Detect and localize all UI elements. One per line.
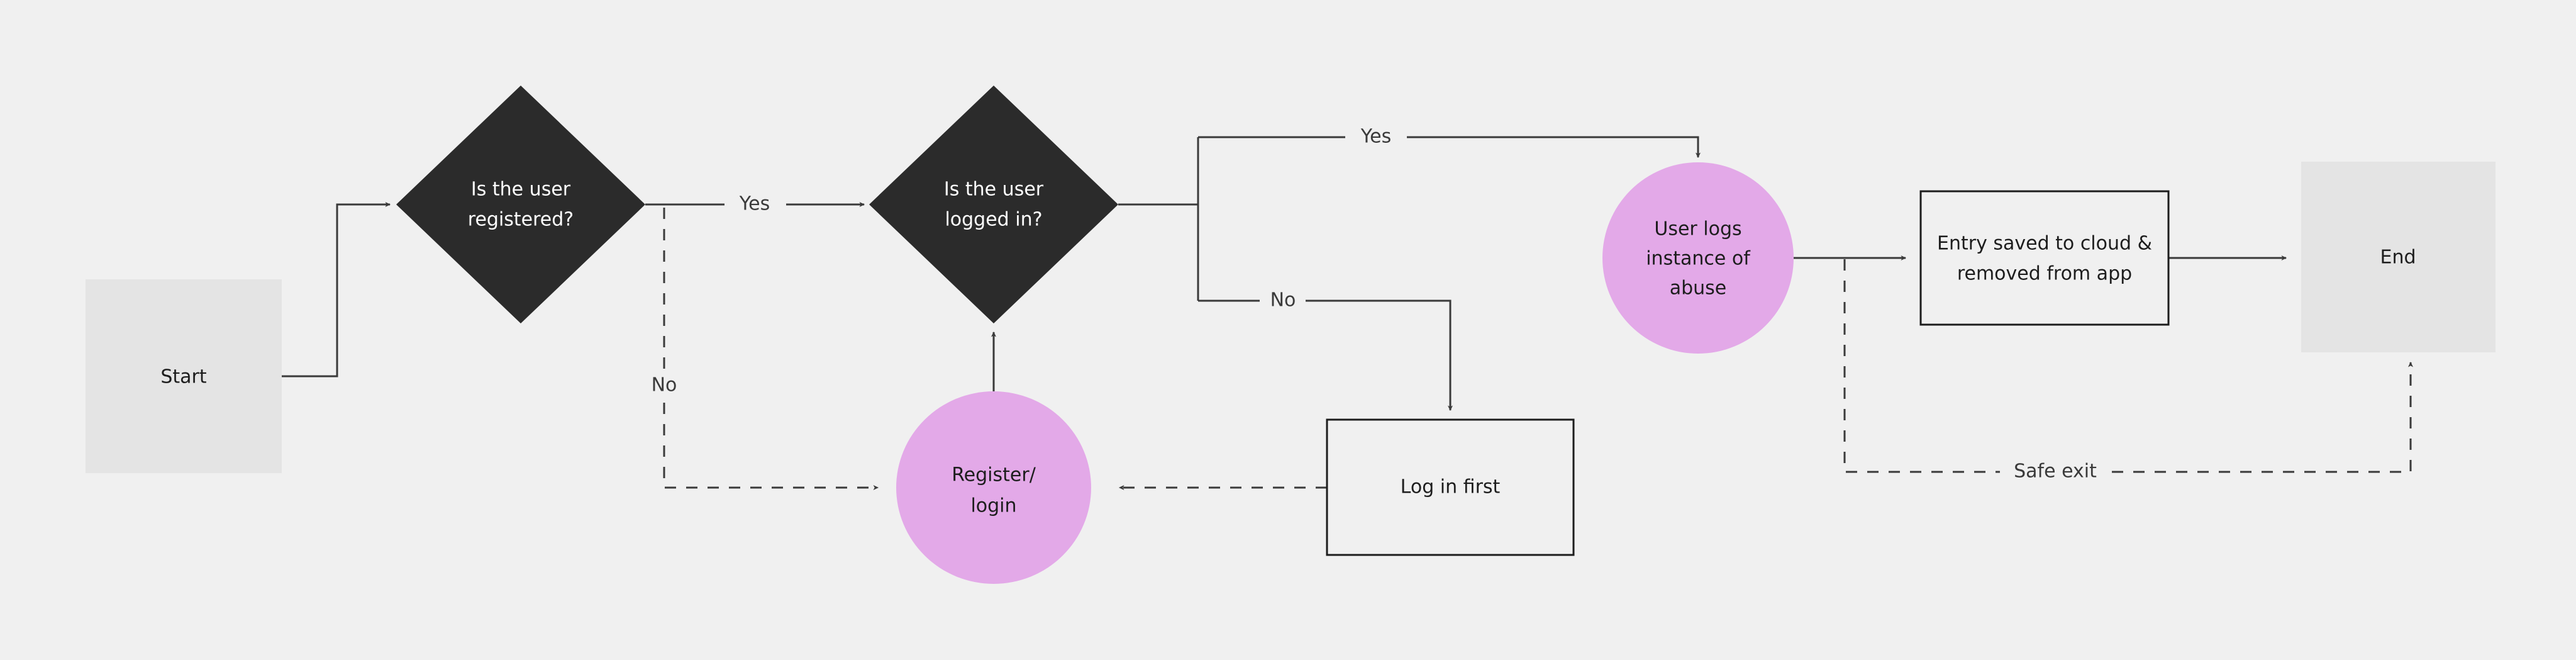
- start-shape[interactable]: [86, 279, 282, 473]
- node-register-login[interactable]: Register/ login: [896, 391, 1091, 584]
- node-user-logs-abuse[interactable]: User logs instance of abuse: [1602, 162, 1794, 354]
- is-user-logged-in-shape[interactable]: [869, 86, 1118, 323]
- node-start[interactable]: Start: [86, 279, 282, 473]
- entry-saved-shape[interactable]: [1919, 190, 2170, 326]
- edge-registered-yes: Yes: [645, 193, 865, 215]
- node-is-user-logged-in[interactable]: Is the user logged in?: [869, 86, 1118, 323]
- user-logs-abuse-label-line3: abuse: [1670, 277, 1727, 299]
- log-in-first-shape[interactable]: [1326, 418, 1575, 556]
- edge-registered-no: No: [652, 208, 879, 491]
- node-entry-saved[interactable]: Entry saved to cloud & removed from app: [1919, 190, 2170, 326]
- edge-safe-exit: Safe exit: [1843, 259, 2414, 483]
- edge-label-registered-no: No: [652, 374, 677, 396]
- entry-saved-label-line2: removed from app: [1957, 263, 2132, 285]
- entry-saved-label-line1: Entry saved to cloud &: [1937, 233, 2152, 255]
- edge-loggedin-split: [1118, 137, 1199, 301]
- register-login-shape[interactable]: [896, 391, 1091, 584]
- start-label: Start: [160, 366, 207, 388]
- is-user-logged-in-label-line2: logged in?: [945, 209, 1042, 231]
- register-login-label-line2: login: [970, 495, 1016, 517]
- end-shape[interactable]: [2301, 162, 2496, 352]
- edge-label-loggedin-yes: Yes: [1360, 126, 1391, 148]
- log-in-first-label: Log in first: [1401, 476, 1501, 498]
- node-end[interactable]: End: [2301, 162, 2496, 352]
- node-log-in-first[interactable]: Log in first: [1326, 418, 1575, 556]
- user-logs-abuse-shape[interactable]: [1602, 162, 1794, 354]
- register-login-label-line1: Register/: [952, 464, 1036, 486]
- is-user-logged-in-label-line1: Is the user: [944, 179, 1044, 201]
- user-logs-abuse-label-line1: User logs: [1654, 218, 1741, 240]
- edge-loggedin-no: No: [1198, 289, 1453, 411]
- end-label: End: [2380, 247, 2416, 269]
- is-user-registered-shape[interactable]: [396, 86, 645, 323]
- edge-loggedin-yes: Yes: [1198, 126, 1701, 159]
- edge-label-registered-yes: Yes: [739, 193, 770, 215]
- edge-start-to-registered: [282, 201, 391, 378]
- edge-label-loggedin-no: No: [1270, 289, 1296, 311]
- is-user-registered-label-line2: registered?: [468, 209, 574, 231]
- node-is-user-registered[interactable]: Is the user registered?: [396, 86, 645, 323]
- user-logs-abuse-label-line2: instance of: [1646, 248, 1751, 270]
- is-user-registered-label-line1: Is the user: [471, 179, 571, 201]
- edge-label-safe-exit: Safe exit: [2014, 461, 2097, 483]
